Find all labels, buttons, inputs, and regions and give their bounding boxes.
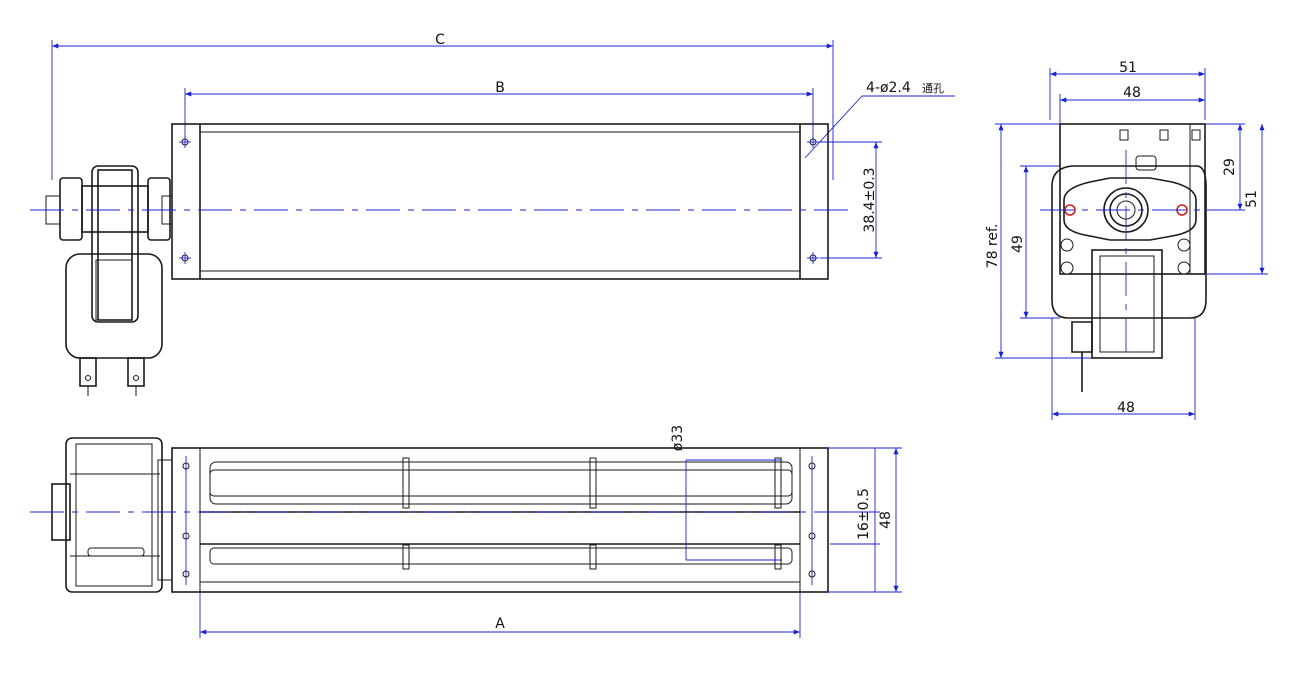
dim-16-label: 16±0.5 bbox=[856, 488, 872, 540]
side-housing bbox=[1059, 123, 1206, 275]
hole-callout-label: 4-ø2.4 bbox=[866, 80, 911, 96]
dim-49-label: 49 bbox=[1010, 235, 1026, 253]
front-mount-holes bbox=[182, 456, 816, 585]
dim-b-label: B bbox=[495, 80, 505, 96]
dim-38-label: 38.4±0.3 bbox=[862, 167, 878, 232]
side-view: 51 48 29 51 bbox=[985, 60, 1268, 420]
top-mount-holes bbox=[179, 136, 819, 264]
dim-48-front-label: 48 bbox=[878, 511, 894, 529]
dim-a-label: A bbox=[495, 616, 505, 632]
top-motor bbox=[45, 165, 173, 396]
dim-48-bottom-label: 48 bbox=[1117, 400, 1135, 416]
dim-51-right-label: 51 bbox=[1244, 190, 1260, 208]
top-housing bbox=[171, 123, 829, 280]
dim-c-label: C bbox=[435, 32, 445, 48]
side-coil bbox=[1091, 249, 1163, 359]
front-view: ø33 16±0.5 48 A bbox=[30, 425, 902, 638]
top-view: C B 4-ø2.4 通孔 bbox=[30, 32, 955, 396]
dim-51-top-label: 51 bbox=[1119, 60, 1137, 76]
side-motor-plate bbox=[1051, 165, 1207, 319]
dim-phi33-label: ø33 bbox=[670, 425, 686, 451]
hole-callout-note: 通孔 bbox=[922, 82, 944, 95]
dim-29-label: 29 bbox=[1222, 158, 1238, 176]
impeller bbox=[209, 457, 793, 570]
dim-48-top-label: 48 bbox=[1123, 85, 1141, 101]
front-motor bbox=[51, 437, 173, 593]
dim-78ref-label: 78 ref. bbox=[985, 224, 1001, 269]
